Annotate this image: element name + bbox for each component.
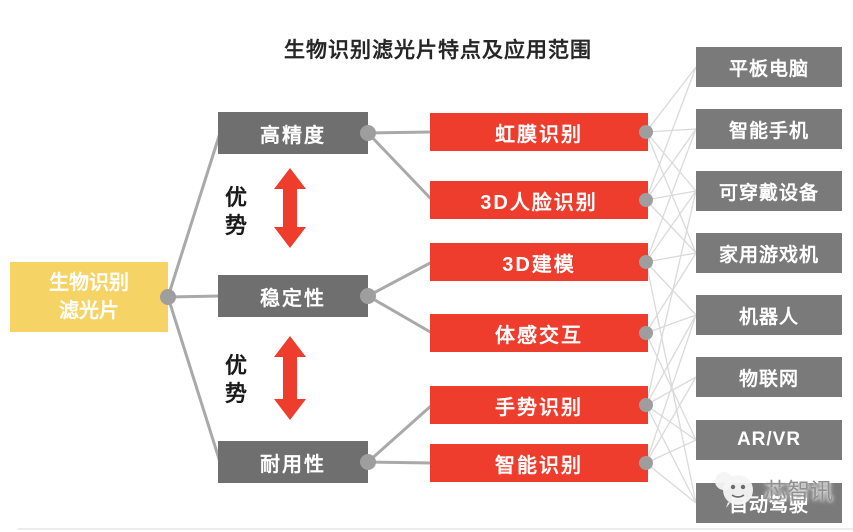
connector-line [166,296,222,463]
tech-node-smart-recognition: 智能识别 [430,444,648,482]
watermark-text: 芯智讯 [764,478,833,504]
app-node-wearables: 可穿戴设备 [696,171,842,211]
tech-node-3d-face-recognition: 3D人脸识别 [430,181,648,219]
app-node-robot: 机器人 [696,295,842,335]
mesh-line [645,261,697,316]
tech-node-motion-sensing: 体感交互 [430,314,648,352]
connector-line [166,132,222,298]
tech-node-3d-modeling: 3D建模 [430,243,648,281]
mesh-line [645,314,697,406]
bottom-divider [18,528,853,530]
app-node-smartphone: 智能手机 [696,109,842,149]
diagram-title: 生物识别滤光片特点及应用范围 [284,39,592,62]
app-node-iot: 物联网 [696,357,842,397]
mesh-line [645,128,697,201]
mesh-line [645,376,697,464]
mesh-line [645,190,697,263]
mesh-line [645,66,697,133]
feature-node-precision: 高精度 [218,112,368,154]
app-node-tablet: 平板电脑 [696,47,842,87]
mesh-line [645,261,697,504]
app-node-game-console: 家用游戏机 [696,233,842,273]
mesh-line [645,190,697,201]
connector-line [367,460,433,465]
app-node-ar-vr: AR/VR [696,420,842,460]
watermark: 芯智讯 [710,468,833,510]
mesh-line [645,131,697,192]
mesh-line [645,190,697,406]
app-node-autonomous-driving: 自动驾驶 [696,483,842,523]
tech-node-gesture-recognition: 手势识别 [430,386,648,424]
mesh-line [645,376,697,406]
root-label-line2: 滤光片 [59,300,119,322]
connector-line [367,294,433,335]
advantage-label-top: 优势 [224,185,247,238]
tech-node-iris-recognition: 虹膜识别 [430,113,648,151]
mesh-line [645,314,697,464]
mesh-line [645,462,697,504]
double-arrow-icon [274,168,306,248]
connector-line [367,130,433,135]
root-node-biometric-filter: 生物识别 滤光片 [10,262,168,332]
connector-line [366,131,434,202]
mesh-line [645,66,697,201]
mesh-line [645,252,697,263]
mesh-line [645,199,697,254]
tech-application-mesh [645,66,697,504]
feature-node-stability: 稳定性 [218,275,368,317]
feature-node-durability: 耐用性 [218,441,368,483]
mesh-line [645,252,697,334]
connector-line [167,294,221,299]
mesh-line [645,404,697,441]
mesh-line [645,332,697,441]
connector-line [367,260,433,298]
double-arrow-icon [274,336,306,420]
mesh-line [645,128,697,133]
mesh-line [645,314,697,334]
mesh-line [645,439,697,464]
mesh-line [645,404,697,504]
root-label-line1: 生物识别 [49,272,129,294]
connector-line [367,403,433,464]
chat-bubbles-icon [715,472,753,508]
advantage-label-bottom: 优势 [224,353,247,406]
mesh-line [645,131,697,254]
mesh-line [645,128,697,263]
